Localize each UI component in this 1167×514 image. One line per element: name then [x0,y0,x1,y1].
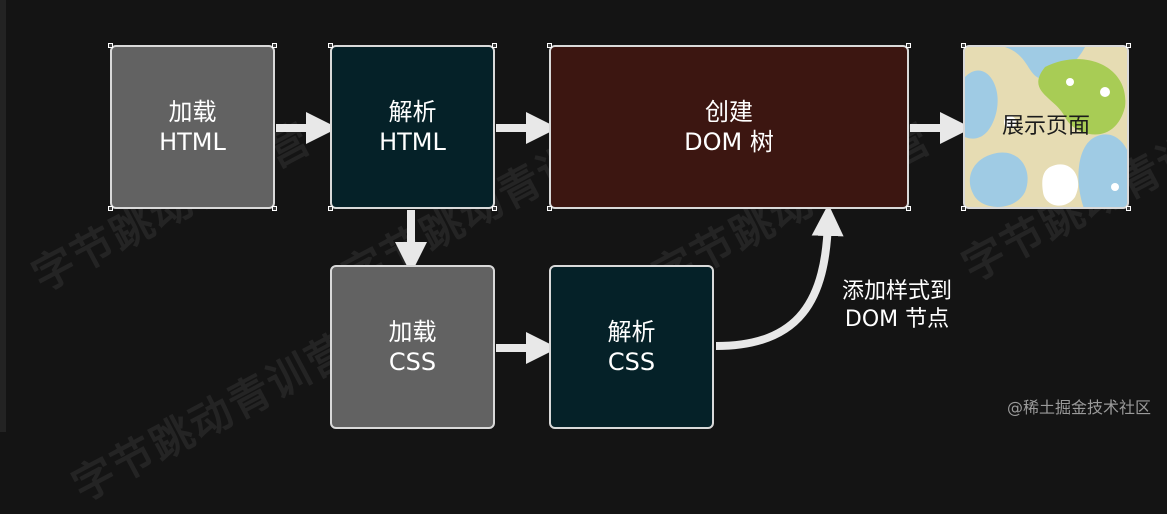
node-load-html-line1: 加载 [168,98,217,126]
corner-handle [328,206,333,211]
corner-handle [492,43,497,48]
node-show-page-label: 展示页面 [1001,114,1090,139]
edge-label-add-styles: 添加样式到 DOM 节点 [822,278,972,334]
node-parse-html: 解析 HTML [330,45,495,209]
corner-handle [272,43,277,48]
abstract-pattern-image [965,47,1127,207]
node-create-dom-line2: DOM 树 [684,128,774,156]
node-load-html: 加载 HTML [110,45,275,209]
corner-handle [1126,43,1131,48]
node-load-css-line2: CSS [388,348,437,376]
node-load-css-line1: 加载 [388,318,437,346]
corner-handle [328,43,333,48]
corner-handle [547,43,552,48]
corner-handle [272,206,277,211]
corner-handle [108,43,113,48]
corner-handle [906,43,911,48]
corner-handle [547,206,552,211]
node-parse-css-line1: 解析 [607,318,656,346]
corner-handle [906,206,911,211]
node-load-css: 加载 CSS [330,265,495,429]
node-parse-css-line2: CSS [607,348,656,376]
source-credit: @稀土掘金技术社区 [1006,398,1151,417]
corner-handle [1126,206,1131,211]
edge-label-line2: DOM 节点 [844,307,950,332]
corner-handle [108,206,113,211]
node-parse-css: 解析 CSS [549,265,714,429]
arrow-parse-css-to-create-dom [715,204,844,350]
node-show-page: 展示页面 [963,45,1129,209]
node-parse-html-line2: HTML [379,128,446,156]
left-edge-strip [0,0,6,432]
corner-handle [961,206,966,211]
flow-arrows [276,112,972,364]
corner-handle [961,43,966,48]
node-create-dom-line1: 创建 [705,98,753,126]
node-parse-html-line1: 解析 [388,98,437,126]
corner-handle [492,206,497,211]
edge-label-line1: 添加样式到 [841,279,952,304]
node-create-dom: 创建 DOM 树 [549,45,909,209]
node-load-html-line2: HTML [159,128,226,156]
